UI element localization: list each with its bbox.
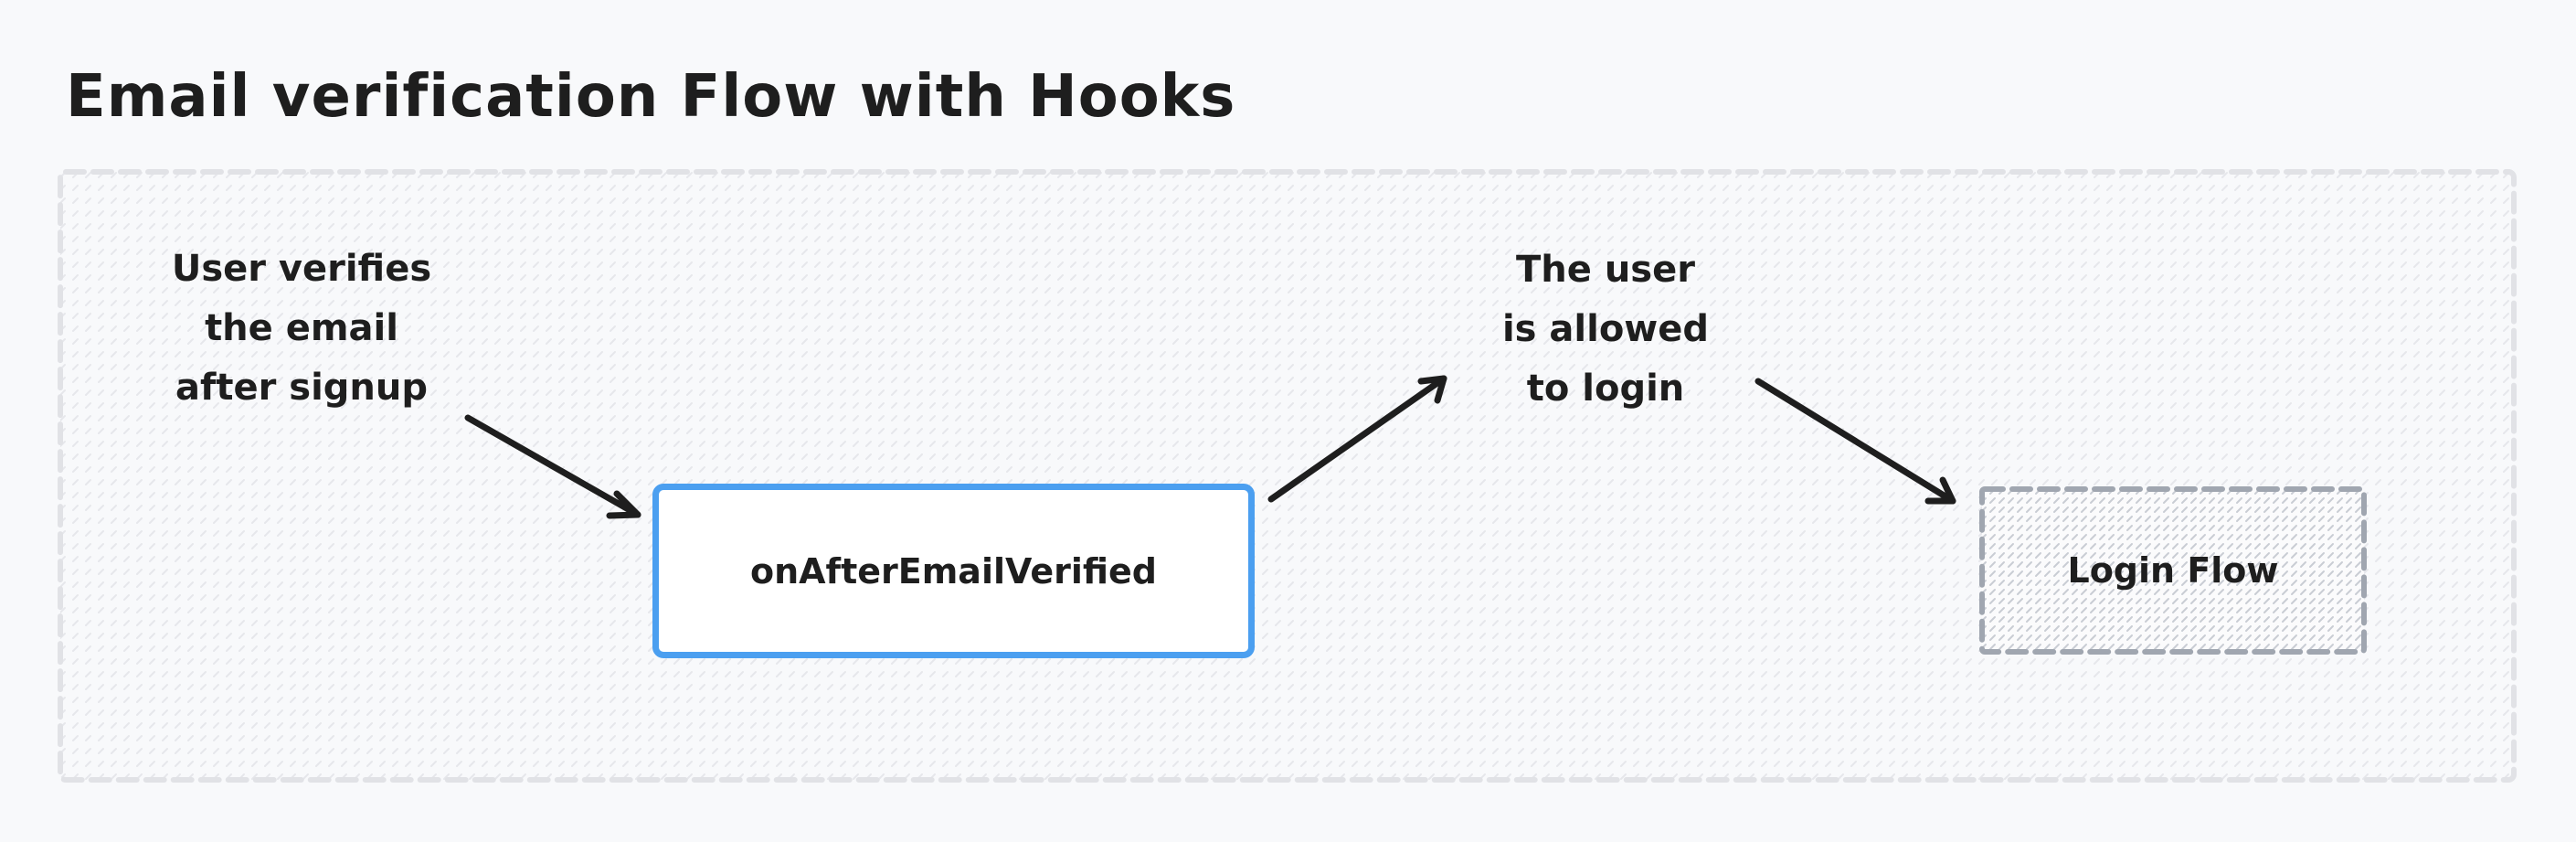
hook-node-onAfterEmailVerified[interactable]: onAfterEmailVerified: [652, 484, 1255, 658]
login-flow-dashed-border: [1979, 486, 2367, 655]
allowed-label: The user is allowed to login: [1501, 249, 1710, 410]
login-flow-node[interactable]: Login Flow: [1979, 486, 2367, 655]
login-flow-label: Login Flow: [2067, 550, 2279, 591]
diagram-title: Email verification Flow with Hooks: [66, 63, 1236, 131]
start-label: User verifies the email after signup: [171, 248, 432, 409]
hook-node-label: onAfterEmailVerified: [749, 550, 1158, 592]
